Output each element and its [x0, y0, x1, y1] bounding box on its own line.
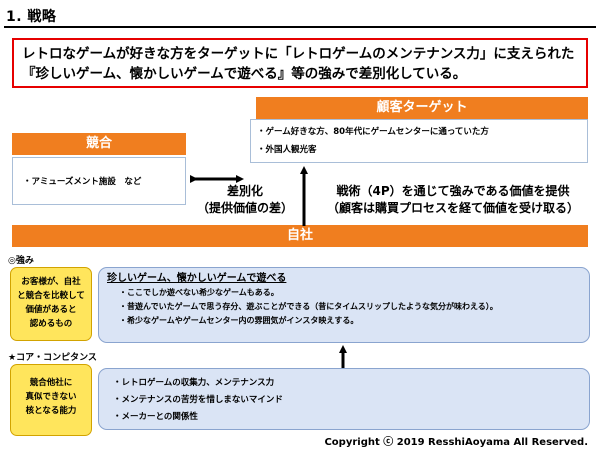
strengths-title: 珍しいゲーム、懐かしいゲームで遊べる	[107, 273, 287, 284]
target-item: ・外国人観光客	[257, 145, 317, 155]
strengths-box: 珍しいゲーム、懐かしいゲームで遊べる ・ここでしか遊べない希少なゲームもある。 …	[98, 267, 590, 343]
page-title: 1. 戦略	[6, 9, 57, 25]
core-competence-item: ・メーカーとの関係性	[113, 412, 198, 422]
strengths-definition: お客様が、自社 と競合を比較して 価値があると 認めるもの	[10, 267, 92, 341]
strengths-definition-line: 認めるもの	[29, 319, 73, 329]
copyright-notice: Copyright ⓒ 2019 ResshiAoyama All Reserv…	[324, 437, 588, 448]
value-delivery-subtitle: （顧客は購買プロセスを経て価値を受け取る）	[326, 201, 579, 215]
differentiation-subtitle: （提供価値の差）	[196, 201, 293, 215]
self-heading: 自社	[12, 225, 588, 247]
core-competence-heading: ★コア・コンピタンス	[8, 353, 97, 363]
value-delivery-title: 戦術（4P）を通じて強みである価値を提供	[336, 184, 570, 198]
differentiation-title: 差別化	[226, 184, 263, 198]
strategy-headline: レトロなゲームが好きな方をターゲットに「レトロゲームのメンテナンス力」に支えられ…	[12, 38, 588, 88]
core-competence-box: ・レトロゲームの収集力、メンテナンス力 ・メンテナンスの苦労を惜しまないマインド…	[98, 368, 590, 430]
target-heading: 顧客ターゲット	[256, 97, 588, 119]
strengths-item: ・希少なゲームやゲームセンター内の雰囲気がインスタ映えする。	[119, 316, 359, 325]
strengths-definition-line: と競合を比較して	[17, 291, 85, 301]
strengths-item: ・ここでしか遊べない希少なゲームもある。	[119, 288, 279, 297]
strengths-item: ・昔遊んでいたゲームで思う存分、遊ぶことができる（昔にタイムスリップしたような気…	[119, 302, 498, 311]
core-competence-definition: 競合他社に 真似できない 核となる能力	[10, 364, 92, 436]
competitor-item: ・アミューズメント施設 など	[23, 177, 142, 187]
target-box: ・ゲーム好きな方、80年代にゲームセンターに通っていた方 ・外国人観光客	[250, 119, 588, 163]
strengths-heading: ◎強み	[8, 256, 34, 266]
strengths-definition-line: お客様が、自社	[21, 277, 81, 287]
differentiation-label: 差別化 （提供価値の差）	[190, 183, 300, 217]
title-underline	[4, 26, 596, 28]
competitor-heading: 競合	[12, 133, 186, 155]
core-definition-line: 競合他社に	[29, 378, 73, 388]
core-definition-line: 核となる能力	[25, 406, 77, 416]
value-delivery-label: 戦術（4P）を通じて強みである価値を提供 （顧客は購買プロセスを経て価値を受け取…	[308, 183, 598, 217]
core-definition-line: 真似できない	[25, 392, 77, 402]
target-item: ・ゲーム好きな方、80年代にゲームセンターに通っていた方	[257, 127, 489, 137]
core-competence-item: ・レトロゲームの収集力、メンテナンス力	[113, 378, 275, 388]
competitor-box: ・アミューズメント施設 など	[12, 157, 186, 205]
core-competence-item: ・メンテナンスの苦労を惜しまないマインド	[113, 395, 283, 405]
strengths-definition-line: 価値があると	[25, 305, 77, 315]
